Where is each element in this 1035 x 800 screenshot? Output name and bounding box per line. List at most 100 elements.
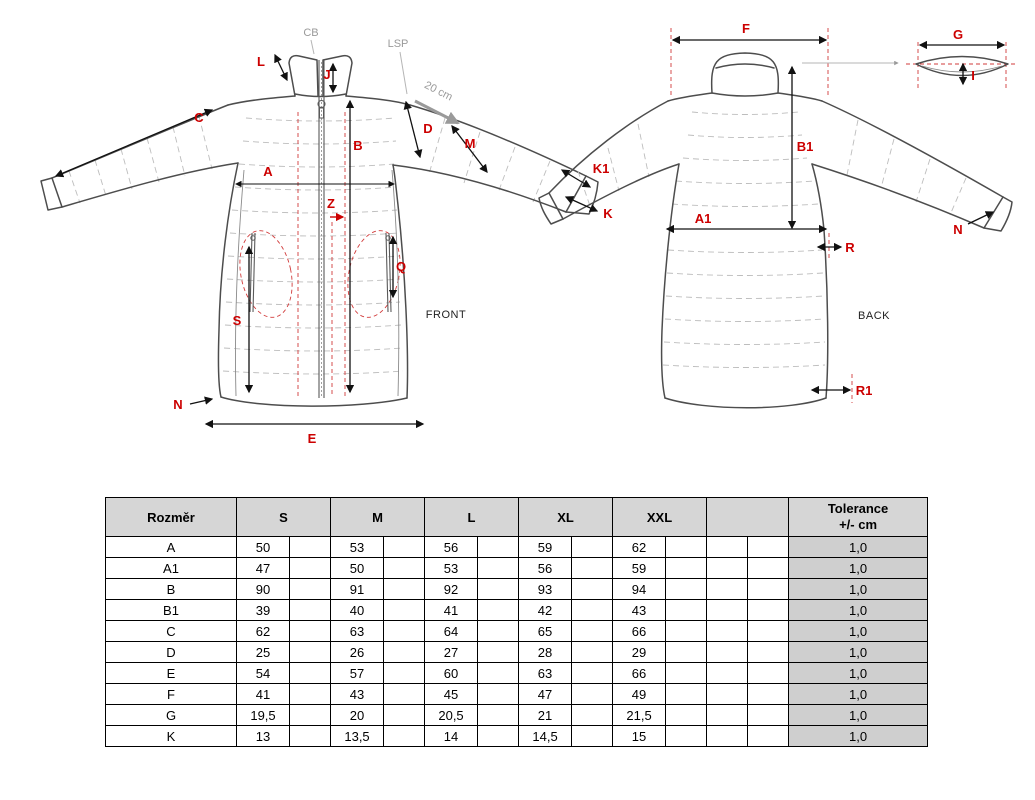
empty-cell [571, 578, 614, 600]
empty-cell [706, 662, 749, 684]
dimension-cell: A1 [105, 557, 237, 579]
tolerance-cell: 1,0 [788, 704, 929, 726]
empty-cell [477, 536, 520, 558]
label-E: E [308, 431, 317, 446]
tolerance-cell: 1,0 [788, 599, 929, 621]
tolerance-cell: 1,0 [788, 620, 929, 642]
label-Q: Q [396, 259, 406, 274]
value-cell: 66 [612, 620, 667, 642]
empty-cell [477, 641, 520, 663]
empty-cell [706, 683, 749, 705]
value-cell: 66 [612, 662, 667, 684]
value-cell: 62 [612, 536, 667, 558]
label-A: A [263, 164, 273, 179]
annotation-cb: CB [303, 27, 318, 39]
value-cell: 28 [518, 641, 573, 663]
label-K1: K1 [593, 161, 610, 176]
value-cell: 29 [612, 641, 667, 663]
value-cell: 41 [236, 683, 290, 705]
annotation-lsp: LSP [388, 38, 409, 50]
empty-cell [706, 704, 749, 726]
value-cell: 47 [236, 557, 290, 579]
col-header-dimension: Rozměr [105, 497, 237, 537]
caption-back: BACK [858, 310, 890, 322]
empty-cell [383, 725, 426, 747]
front-pocket-zippers [249, 232, 392, 313]
empty-cell [477, 704, 520, 726]
empty-cell [747, 704, 790, 726]
value-cell: 91 [330, 578, 385, 600]
value-cell: 56 [424, 536, 479, 558]
empty-cell [665, 725, 708, 747]
empty-cell [665, 641, 708, 663]
dimension-cell: C [105, 620, 237, 642]
empty-cell [571, 683, 614, 705]
empty-cell [665, 557, 708, 579]
tolerance-cell: 1,0 [788, 662, 929, 684]
empty-cell [288, 599, 332, 621]
dimension-cell: B [105, 578, 237, 600]
empty-cell [747, 641, 790, 663]
empty-cell [706, 725, 749, 747]
empty-cell [747, 536, 790, 558]
empty-cell [383, 704, 426, 726]
empty-cell [288, 683, 332, 705]
back-quilt-lines [577, 111, 967, 368]
col-header-size-xl: XL [518, 497, 614, 537]
empty-cell [665, 578, 708, 600]
empty-cell [477, 683, 520, 705]
value-cell: 62 [236, 620, 290, 642]
value-cell: 19,5 [236, 704, 290, 726]
col-header-size-xxl: XXL [612, 497, 708, 537]
empty-cell [288, 662, 332, 684]
value-cell: 64 [424, 620, 479, 642]
empty-cell [571, 704, 614, 726]
value-cell: 14 [424, 725, 479, 747]
dimension-cell: G [105, 704, 237, 726]
empty-cell [706, 578, 749, 600]
empty-cell [706, 557, 749, 579]
dimension-cell: E [105, 662, 237, 684]
empty-cell [706, 536, 749, 558]
tolerance-cell: 1,0 [788, 641, 929, 663]
empty-cell [383, 599, 426, 621]
empty-cell [665, 704, 708, 726]
tolerance-cell: 1,0 [788, 578, 929, 600]
empty-cell [288, 641, 332, 663]
value-cell: 56 [518, 557, 573, 579]
empty-cell [747, 683, 790, 705]
empty-cell [665, 620, 708, 642]
empty-cell [747, 620, 790, 642]
value-cell: 27 [424, 641, 479, 663]
tolerance-header-line2: +/- cm [839, 517, 878, 532]
label-K: K [603, 206, 613, 221]
label-B: B [353, 138, 362, 153]
value-cell: 45 [424, 683, 479, 705]
empty-cell [477, 599, 520, 621]
value-cell: 90 [236, 578, 290, 600]
empty-cell [665, 683, 708, 705]
empty-cell [706, 641, 749, 663]
empty-cell [383, 557, 426, 579]
col-header-size-s: S [235, 497, 332, 537]
value-cell: 50 [330, 557, 385, 579]
col-header-size-m: M [330, 497, 426, 537]
empty-cell [477, 662, 520, 684]
label-J: J [323, 67, 330, 82]
value-cell: 59 [518, 536, 573, 558]
dimension-cell: K [105, 725, 237, 747]
tolerance-cell: 1,0 [788, 557, 929, 579]
table-header-row: Rozměr S M L XL XXL Tolerance +/- cm [105, 497, 929, 537]
value-cell: 21 [518, 704, 573, 726]
label-N-back: N [953, 222, 962, 237]
front-view [40, 54, 599, 407]
tolerance-cell: 1,0 [788, 683, 929, 705]
value-cell: 53 [330, 536, 385, 558]
